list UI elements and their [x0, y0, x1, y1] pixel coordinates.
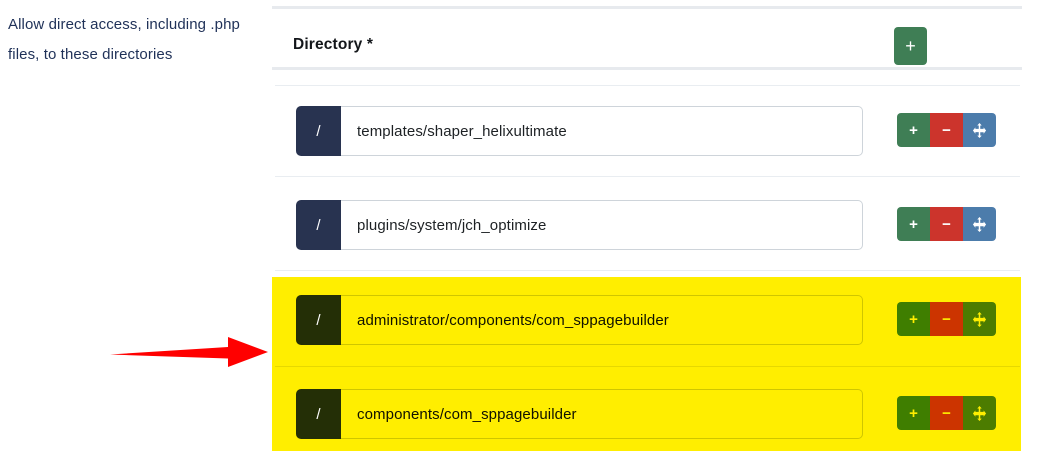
row-move-handle[interactable]	[963, 302, 996, 336]
directory-input-group: /	[296, 106, 863, 156]
row-action-buttons: + −	[897, 396, 996, 430]
path-root-prefix: /	[296, 389, 341, 439]
table-row: / + −	[272, 182, 1022, 270]
minus-icon: −	[942, 404, 951, 422]
row-divider	[275, 176, 1020, 177]
row-move-handle[interactable]	[963, 396, 996, 430]
row-add-button[interactable]: +	[897, 396, 930, 430]
directory-input-group: /	[296, 295, 863, 345]
directory-input-group: /	[296, 389, 863, 439]
field-description-label: Allow direct access, including .php file…	[8, 16, 240, 63]
directory-input-group: /	[296, 200, 863, 250]
row-divider	[275, 270, 1020, 271]
table-row: / + −	[272, 88, 1022, 176]
minus-icon: −	[942, 121, 951, 139]
row-add-button[interactable]: +	[897, 113, 930, 147]
directory-input[interactable]	[341, 295, 863, 345]
plus-icon: +	[909, 404, 918, 422]
row-divider	[275, 366, 1020, 367]
move-arrows-icon	[972, 216, 987, 232]
path-root-prefix: /	[296, 106, 341, 156]
plus-icon: +	[909, 215, 918, 233]
row-action-buttons: + −	[897, 302, 996, 336]
directory-subform: Directory * + / + − /	[272, 0, 1040, 451]
row-action-buttons: + −	[897, 207, 996, 241]
minus-icon: −	[942, 215, 951, 233]
row-action-buttons: + −	[897, 113, 996, 147]
annotation-arrow	[110, 337, 268, 367]
row-move-handle[interactable]	[963, 113, 996, 147]
table-row: / + −	[272, 371, 1022, 459]
subform-header: Directory * +	[272, 6, 1022, 70]
right-arrow-annotation-icon	[110, 337, 268, 367]
plus-icon: +	[909, 310, 918, 328]
row-remove-button[interactable]: −	[930, 302, 963, 336]
path-root-prefix: /	[296, 200, 341, 250]
directory-input[interactable]	[341, 106, 863, 156]
directory-input[interactable]	[341, 200, 863, 250]
path-root-prefix: /	[296, 295, 341, 345]
minus-icon: −	[942, 310, 951, 328]
row-remove-button[interactable]: −	[930, 113, 963, 147]
header-subdivider	[275, 85, 1020, 86]
column-header-directory: Directory *	[293, 36, 374, 53]
row-add-button[interactable]: +	[897, 302, 930, 336]
move-arrows-icon	[972, 405, 987, 421]
row-remove-button[interactable]: −	[930, 207, 963, 241]
header-divider	[272, 67, 1022, 70]
table-row: / + −	[272, 277, 1022, 365]
row-add-button[interactable]: +	[897, 207, 930, 241]
add-row-button[interactable]: +	[894, 27, 927, 65]
move-arrows-icon	[972, 122, 987, 138]
move-arrows-icon	[972, 311, 987, 327]
row-remove-button[interactable]: −	[930, 396, 963, 430]
plus-icon: +	[909, 121, 918, 139]
row-move-handle[interactable]	[963, 207, 996, 241]
directory-input[interactable]	[341, 389, 863, 439]
